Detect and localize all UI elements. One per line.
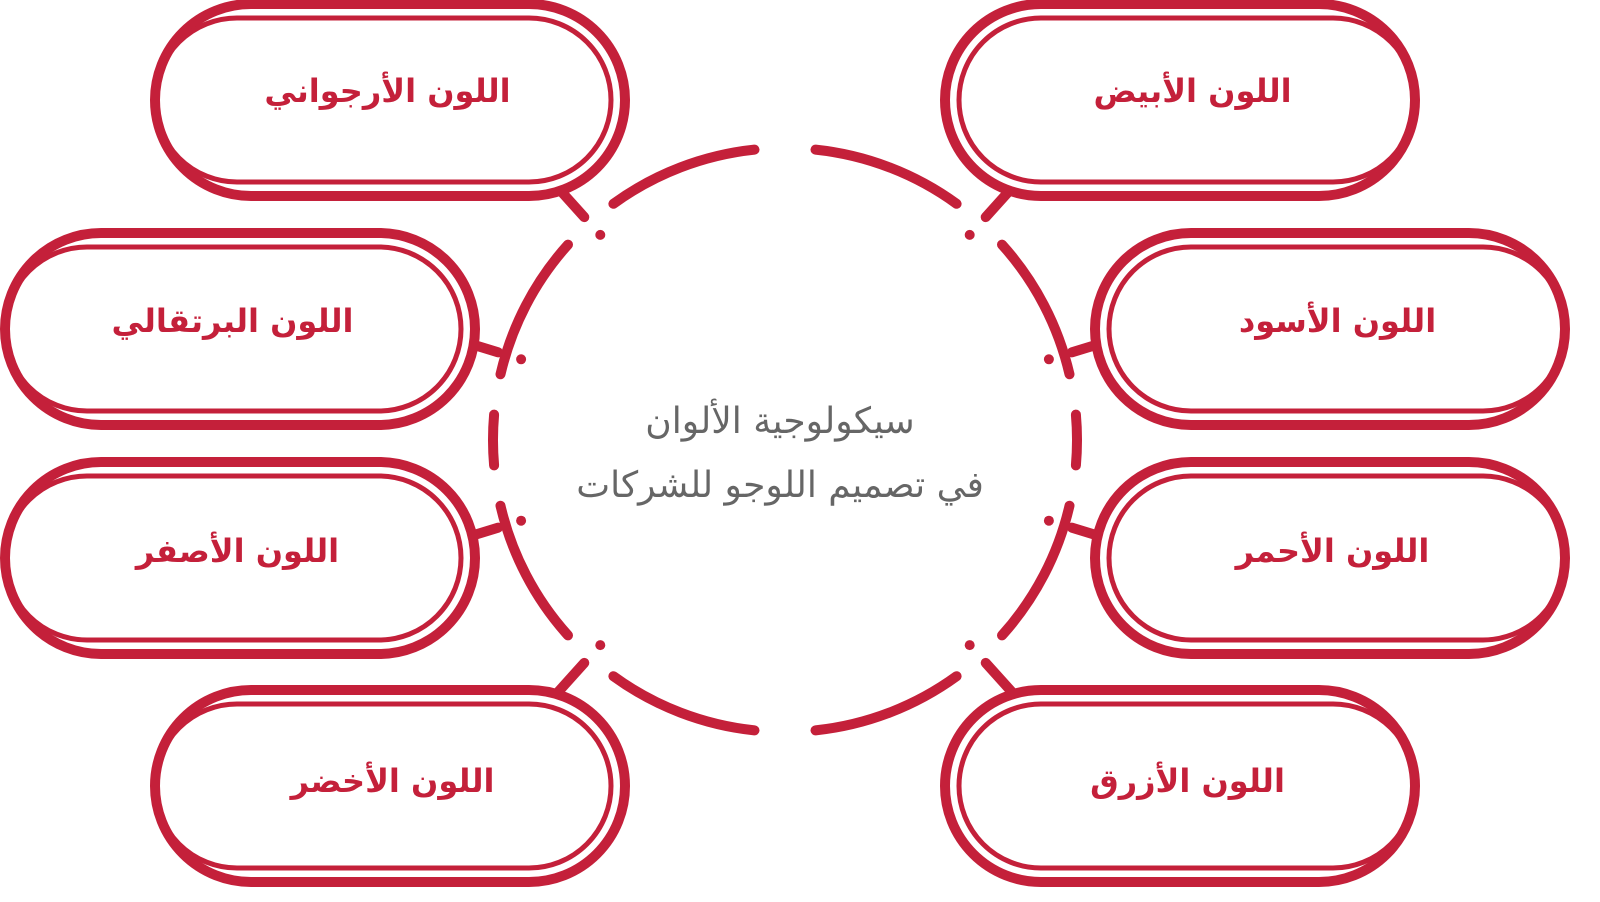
pill-label-orange: اللون البرتقالي (111, 302, 354, 340)
pill-label-yellow: اللون الأصفر (135, 532, 340, 570)
pill-inner-orange (2, 244, 464, 414)
ring-arc-8 (487, 409, 500, 471)
pill-inner-blue (956, 701, 1418, 871)
pill-inner-purple (152, 15, 614, 185)
ring-arc-9 (495, 239, 573, 380)
center-ring (487, 144, 1083, 736)
pill-label-red: اللون الأحمر (1235, 532, 1430, 570)
pill-inner-yellow (2, 473, 464, 643)
pill-inner-green (152, 701, 614, 871)
connector-dot-purple (595, 229, 606, 240)
pill-label-green: اللون الأخضر (290, 762, 495, 800)
center-title-line2: في تصميم اللوجو للشركات (576, 465, 984, 506)
ring-arc-4 (997, 500, 1075, 641)
connector-dot-orange (516, 354, 527, 365)
connector-dot-yellow (516, 515, 527, 526)
pill-inner-white (956, 15, 1418, 185)
pill-inner-black (1106, 244, 1568, 414)
pill-label-white: اللون الأبيض (1093, 72, 1292, 110)
connector-dot-white (964, 229, 975, 240)
pill-inner-red (1106, 473, 1568, 643)
connector-dot-green (595, 640, 606, 651)
center-title: سيكولوجية الألوان في تصميم اللوجو للشركا… (520, 390, 1040, 518)
pill-label-purple: اللون الأرجواني (264, 72, 511, 110)
center-title-line1: سيكولوجية الألوان (645, 401, 915, 442)
ring-arc-7 (495, 500, 573, 641)
ring-arc-3 (1070, 409, 1083, 471)
connector-dot-black (1043, 354, 1054, 365)
ring-arc-6 (608, 671, 760, 736)
ring-arc-10 (608, 144, 760, 209)
ring-arc-1 (810, 144, 962, 209)
ring-arc-2 (997, 239, 1075, 380)
pills (0, 0, 1570, 887)
connector-dot-blue (964, 640, 975, 651)
pill-label-blue: اللون الأزرق (1090, 762, 1285, 800)
pill-label-black: اللون الأسود (1238, 302, 1437, 340)
ring-arc-5 (810, 671, 962, 736)
connector-dot-red (1043, 515, 1054, 526)
